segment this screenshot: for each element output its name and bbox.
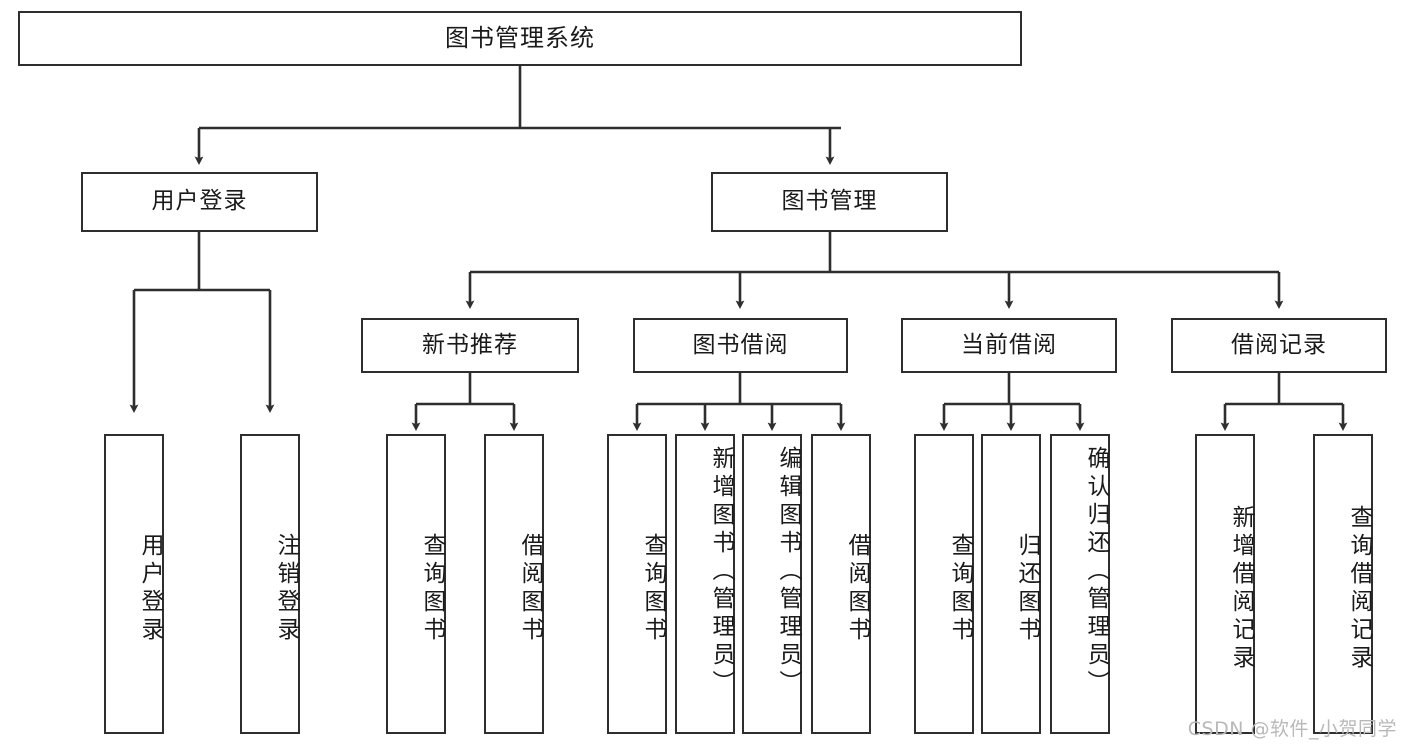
node-new-book-recommend[interactable]: 新书推荐 <box>361 318 579 373</box>
csdn-watermark: CSDN @软件_小贺同学 <box>1187 718 1397 740</box>
leaf-query-borrow-record[interactable]: 查询借阅记录 <box>1313 434 1373 734</box>
node-book-manage[interactable]: 图书管理 <box>711 172 948 232</box>
node-book-borrow[interactable]: 图书借阅 <box>633 318 848 373</box>
leaf-edit-book-admin[interactable]: 编辑图书（管理员） <box>742 434 802 734</box>
leaf-add-book-admin[interactable]: 新增图书（管理员） <box>675 434 735 734</box>
node-root-system[interactable]: 图书管理系统 <box>18 11 1022 66</box>
node-user-login[interactable]: 用户登录 <box>81 172 318 232</box>
node-current-borrow[interactable]: 当前借阅 <box>901 318 1117 373</box>
leaf-query-book-borrow[interactable]: 查询图书 <box>607 434 667 734</box>
leaf-query-book-recommend[interactable]: 查询图书 <box>386 434 446 734</box>
leaf-logout-login[interactable]: 注销登录 <box>240 434 300 734</box>
node-borrow-record[interactable]: 借阅记录 <box>1171 318 1387 373</box>
leaf-query-book-current[interactable]: 查询图书 <box>914 434 974 734</box>
leaf-user-login[interactable]: 用户登录 <box>104 434 164 734</box>
leaf-borrow-book-recommend[interactable]: 借阅图书 <box>484 434 544 734</box>
leaf-return-book[interactable]: 归还图书 <box>981 434 1041 734</box>
leaf-add-borrow-record[interactable]: 新增借阅记录 <box>1195 434 1255 734</box>
leaf-confirm-return-admin[interactable]: 确认归还（管理员） <box>1050 434 1110 734</box>
leaf-borrow-book-borrow[interactable]: 借阅图书 <box>811 434 871 734</box>
